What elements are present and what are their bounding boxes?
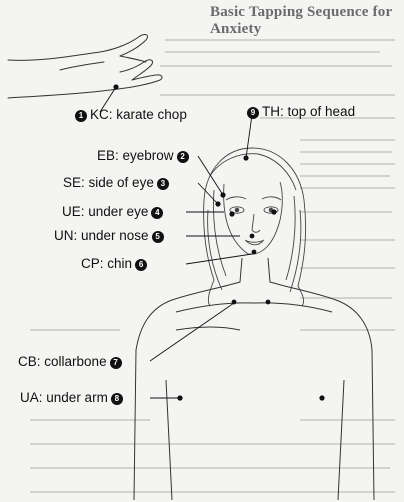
dot-top-of-head xyxy=(243,155,248,160)
point-text: under eye xyxy=(88,204,148,219)
point-number-badge: 6 xyxy=(135,259,147,271)
point-code: CB xyxy=(18,354,37,369)
point-text: under arm xyxy=(46,390,108,405)
page-title: Basic Tapping Sequence for Anxiety xyxy=(210,4,404,38)
dot-under-eye-right xyxy=(271,209,276,214)
torso-drawing xyxy=(134,258,374,500)
point-code: UA xyxy=(20,390,39,405)
label-eyebrow: EB: eyebrow2 xyxy=(97,148,192,164)
point-number-badge: 7 xyxy=(110,357,122,369)
point-text: eyebrow xyxy=(123,148,174,163)
point-code: TH xyxy=(262,104,280,119)
hair-drawing xyxy=(204,148,306,306)
dot-under-arm-right xyxy=(319,395,324,400)
point-text: karate chop xyxy=(116,107,187,122)
point-code: UE xyxy=(62,204,81,219)
point-code: CP xyxy=(81,256,100,271)
point-text: top of head xyxy=(288,104,356,119)
point-code: KC xyxy=(90,107,109,122)
point-text: chin xyxy=(107,256,132,271)
dot-under-nose xyxy=(250,234,255,239)
label-side-of-eye: SE: side of eye3 xyxy=(63,175,172,191)
point-number-badge: 8 xyxy=(111,393,123,405)
point-text: collarbone xyxy=(44,354,106,369)
label-under-eye: UE: under eye4 xyxy=(62,204,166,220)
dot-collarbone-right xyxy=(266,300,271,305)
label-under-arm: UA: under arm8 xyxy=(20,390,126,406)
point-text: under nose xyxy=(81,228,149,243)
dot-eyebrow xyxy=(220,192,225,197)
face-drawing xyxy=(224,182,283,254)
label-chin: CP: chin6 xyxy=(81,256,150,272)
point-text: side of eye xyxy=(89,175,154,190)
point-number-badge: 3 xyxy=(157,178,169,190)
dot-chin xyxy=(252,250,257,255)
point-number-badge: 4 xyxy=(151,207,163,219)
dot-side-of-eye xyxy=(215,201,220,206)
point-code: EB xyxy=(97,148,115,163)
dot-karate-chop xyxy=(113,84,118,89)
dot-under-eye-left xyxy=(229,211,234,216)
label-top-of-head: 9TH: top of head xyxy=(244,104,355,120)
point-number-badge: 9 xyxy=(247,107,259,119)
point-code: UN xyxy=(54,228,74,243)
point-code: SE xyxy=(63,175,81,190)
label-collarbone: CB: collarbone7 xyxy=(18,354,125,370)
point-number-badge: 5 xyxy=(152,231,164,243)
dot-collarbone-left xyxy=(232,300,237,305)
label-under-nose: UN: under nose5 xyxy=(54,228,167,244)
hand-drawing xyxy=(8,35,162,98)
label-karate-chop: 1KC: karate chop xyxy=(72,107,187,123)
dot-under-arm-left xyxy=(177,395,182,400)
point-number-badge: 2 xyxy=(177,151,189,163)
point-number-badge: 1 xyxy=(75,110,87,122)
